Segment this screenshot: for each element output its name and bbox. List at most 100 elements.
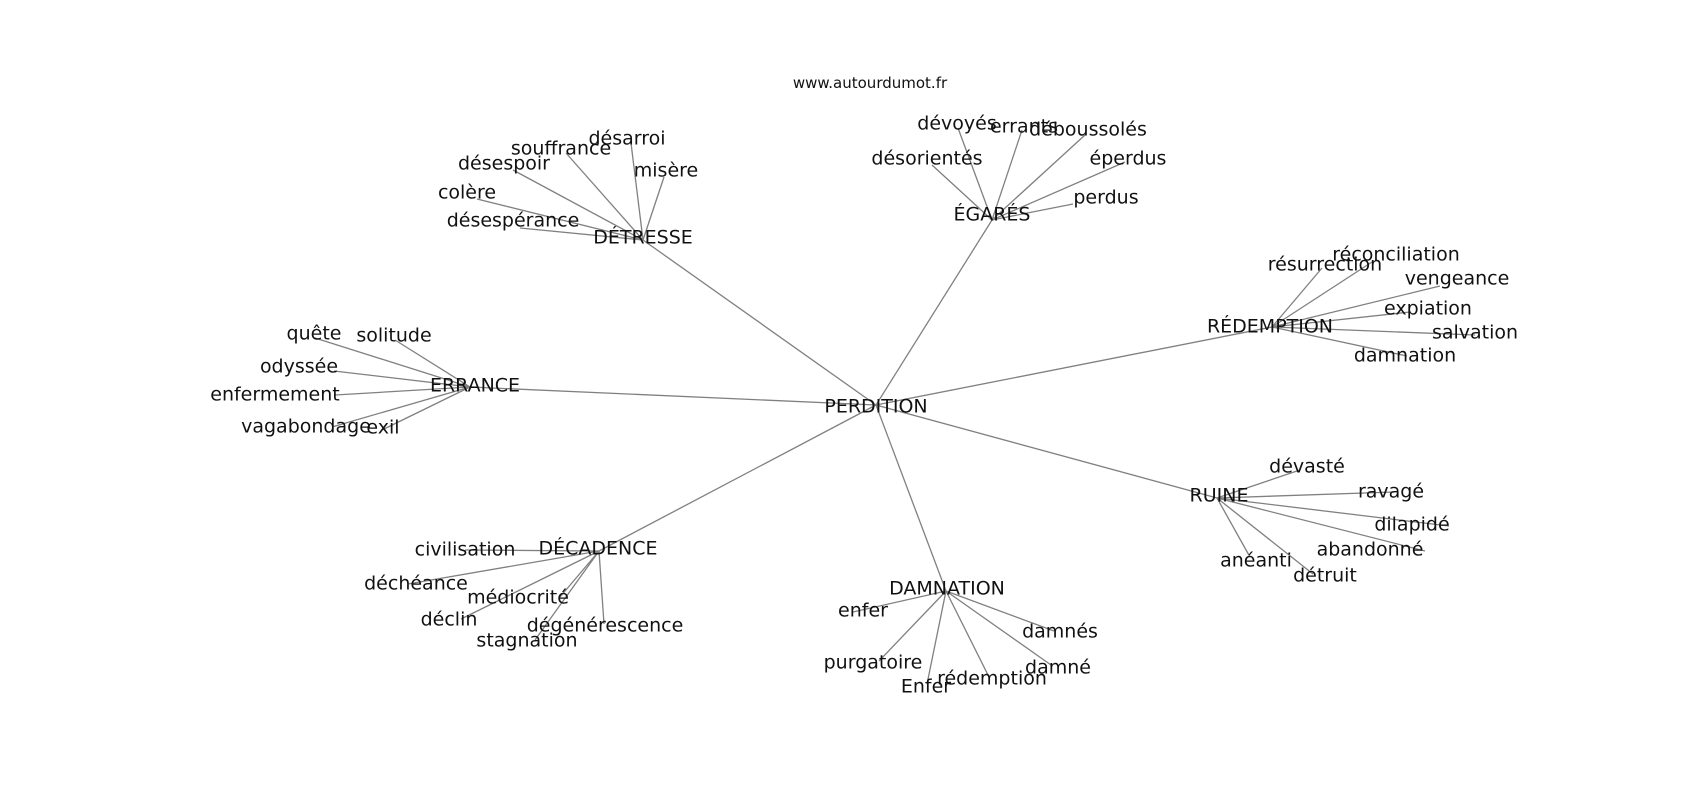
edge-cluster-to-word — [957, 127, 993, 221]
edge-cluster-to-word — [991, 129, 1023, 221]
edge-cluster-to-word — [1216, 491, 1395, 499]
edge-cluster-to-word — [1216, 497, 1314, 575]
word-node-label[interactable]: solitude — [356, 325, 431, 347]
edge-center-to-cluster — [875, 326, 1273, 406]
cluster-node-label[interactable]: RUINE — [1190, 485, 1249, 507]
word-node-label[interactable]: dévasté — [1269, 456, 1345, 478]
cluster-node-label[interactable]: ÉGARÉS — [954, 203, 1031, 226]
edge-cluster-to-word — [1271, 285, 1441, 328]
word-node-label[interactable]: perdus — [1073, 187, 1138, 209]
cluster-node-label[interactable]: DAMNATION — [889, 578, 1005, 600]
edge-cluster-to-word — [926, 590, 947, 685]
word-node-label[interactable]: damnation — [1354, 345, 1456, 367]
word-node-label[interactable]: ravagé — [1358, 481, 1424, 503]
edge-cluster-to-word — [1271, 326, 1476, 336]
word-node-label[interactable]: exil — [366, 417, 399, 439]
word-node-label[interactable]: errants — [990, 116, 1058, 138]
edge-cluster-to-word — [945, 590, 1055, 632]
word-node-label[interactable]: Enfer — [901, 676, 951, 698]
cluster-node-label[interactable]: ERRANCE — [430, 375, 520, 397]
edge-cluster-to-word — [331, 386, 471, 428]
word-node-label[interactable]: résurrection — [1268, 254, 1382, 276]
word-node-label[interactable]: vengeance — [1405, 268, 1510, 290]
word-node-label[interactable]: rédemption — [937, 668, 1047, 690]
word-node-label[interactable]: souffrance — [511, 138, 611, 160]
edge-cluster-to-word — [394, 339, 471, 388]
edge-center-to-cluster — [598, 404, 877, 552]
edge-cluster-to-word — [945, 590, 1052, 666]
word-node-label[interactable]: vagabondage — [241, 416, 371, 438]
edge-cluster-to-word — [1216, 497, 1251, 558]
edge-cluster-to-word — [333, 370, 471, 388]
word-node-label[interactable]: expiation — [1384, 298, 1472, 320]
edge-cluster-to-word — [407, 550, 600, 585]
word-node-label[interactable]: déchéance — [364, 573, 468, 595]
edge-cluster-to-word — [991, 161, 1126, 221]
edge-cluster-to-word — [1271, 267, 1323, 328]
word-node-label[interactable]: colère — [438, 182, 496, 204]
edge-cluster-to-word — [931, 164, 993, 221]
edge-cluster-to-word — [559, 550, 600, 598]
word-node-label[interactable]: misère — [634, 160, 698, 182]
word-node-label[interactable]: abandonné — [1317, 539, 1424, 561]
word-node-label[interactable]: damnés — [1022, 621, 1098, 643]
edge-cluster-to-word — [512, 169, 644, 241]
edge-cluster-to-word — [534, 550, 600, 641]
word-node-label[interactable]: désarroi — [588, 128, 665, 150]
edge-cluster-to-word — [1216, 497, 1450, 527]
edge-center-to-cluster — [469, 386, 877, 406]
cluster-node-label[interactable]: DÉTRESSE — [593, 226, 693, 249]
edge-cluster-to-word — [460, 550, 600, 620]
edge-center-to-cluster — [875, 404, 947, 592]
edge-cluster-to-word — [1271, 311, 1411, 328]
cluster-node-label[interactable]: RÉDEMPTION — [1207, 315, 1333, 338]
edge-cluster-to-word — [1271, 261, 1373, 328]
word-node-label[interactable]: salvation — [1432, 322, 1518, 344]
edge-cluster-to-word — [852, 590, 947, 613]
word-node-label[interactable]: enfermement — [210, 384, 339, 406]
edge-center-to-cluster — [875, 404, 1218, 499]
word-node-label[interactable]: dilapidé — [1374, 514, 1449, 536]
source-credit[interactable]: www.autourdumot.fr — [793, 74, 948, 92]
edge-center-to-cluster — [642, 239, 877, 406]
word-node-label[interactable]: civilisation — [415, 539, 516, 561]
word-node-label[interactable]: détruit — [1293, 565, 1357, 587]
word-node-label[interactable]: médiocrité — [467, 587, 569, 609]
word-node-label[interactable]: désorientés — [871, 148, 982, 170]
edge-cluster-to-word — [991, 134, 1086, 221]
word-node-label[interactable]: éperdus — [1090, 148, 1167, 170]
edge-cluster-to-word — [1216, 497, 1426, 552]
cluster-node-label[interactable]: DÉCADENCE — [538, 537, 657, 560]
word-node-label[interactable]: purgatoire — [824, 652, 923, 674]
graph-edges — [314, 127, 1476, 685]
word-node-label[interactable]: dévoyés — [917, 113, 996, 135]
edge-cluster-to-word — [878, 590, 947, 662]
center-node-label[interactable]: PERDITION — [824, 396, 927, 418]
word-node-label[interactable]: damné — [1025, 657, 1091, 679]
edge-cluster-to-word — [1271, 326, 1408, 357]
word-node-label[interactable]: enfer — [838, 600, 888, 622]
edge-cluster-to-word — [381, 386, 471, 431]
edge-cluster-to-word — [464, 549, 600, 552]
word-node-label[interactable]: anéanti — [1220, 550, 1292, 572]
word-node-label[interactable]: réconciliation — [1332, 244, 1460, 266]
edge-cluster-to-word — [334, 386, 471, 396]
word-node-label[interactable]: quête — [287, 323, 342, 345]
edge-cluster-to-word — [991, 203, 1074, 221]
word-node-label[interactable]: odyssée — [260, 356, 338, 378]
word-node-label[interactable]: dégénérescence — [527, 615, 684, 637]
word-node-label[interactable]: stagnation — [476, 630, 577, 652]
edge-cluster-to-word — [945, 590, 990, 678]
word-node-label[interactable]: déboussolés — [1029, 119, 1147, 141]
edge-cluster-to-word — [476, 198, 644, 241]
edge-center-to-cluster — [875, 219, 993, 406]
edge-cluster-to-word — [598, 550, 605, 625]
edge-cluster-to-word — [565, 152, 644, 241]
edge-cluster-to-word — [630, 142, 644, 241]
edge-cluster-to-word — [642, 176, 665, 241]
word-node-label[interactable]: désespérance — [447, 210, 580, 232]
graph-labels: PERDITIONDÉTRESSEdésarroisouffrancedéses… — [210, 113, 1518, 698]
word-node-label[interactable]: désespoir — [458, 153, 550, 175]
word-node-label[interactable]: déclin — [421, 609, 478, 631]
